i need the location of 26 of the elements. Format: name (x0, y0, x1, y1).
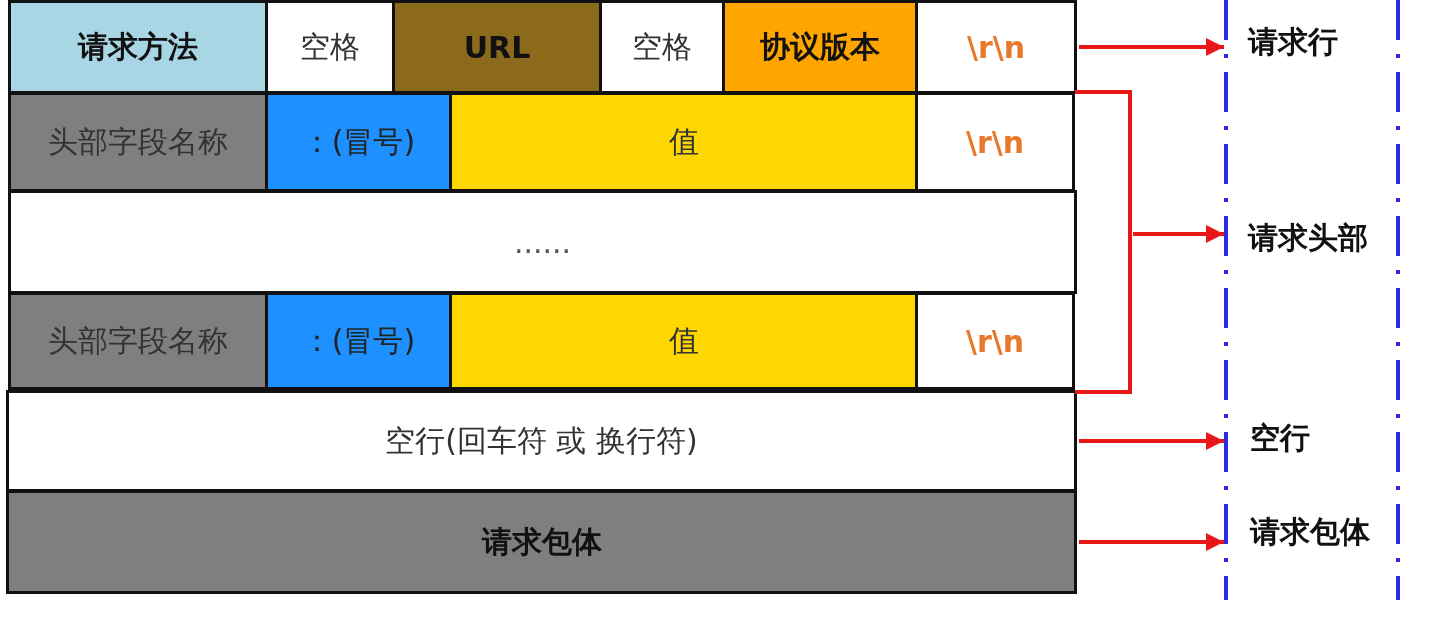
table-cell: 头部字段名称 (8, 292, 268, 390)
table-cell: 空格 (265, 0, 395, 94)
table-cell: 值 (449, 292, 918, 390)
table-cell: URL (392, 0, 602, 94)
table-cell: 头部字段名称 (8, 92, 268, 192)
table-cell: ...... (8, 190, 1077, 294)
table-cell: 请求方法 (8, 0, 268, 94)
table-cell: 空格 (599, 0, 725, 94)
arrow (1079, 38, 1224, 56)
table-cell: \r\n (915, 292, 1075, 390)
table-cell: ：(冒号) (265, 292, 452, 390)
table-row: 请求包体 (6, 490, 1077, 594)
section-label: 请求头部 (1248, 218, 1368, 259)
table-cell: \r\n (915, 0, 1077, 94)
section-label: 空行 (1250, 418, 1310, 459)
table-cell: ：(冒号) (265, 92, 452, 192)
arrow (1133, 225, 1224, 243)
table-row: 空行(回车符 或 换行符) (6, 390, 1077, 492)
bracket (1075, 90, 1133, 394)
section-label: 请求行 (1248, 22, 1338, 63)
section-label: 请求包体 (1250, 512, 1370, 553)
table-cell: 值 (449, 92, 918, 192)
arrow (1079, 432, 1224, 450)
table-cell: 协议版本 (722, 0, 918, 94)
table-cell: \r\n (915, 92, 1075, 192)
arrow (1079, 533, 1224, 551)
